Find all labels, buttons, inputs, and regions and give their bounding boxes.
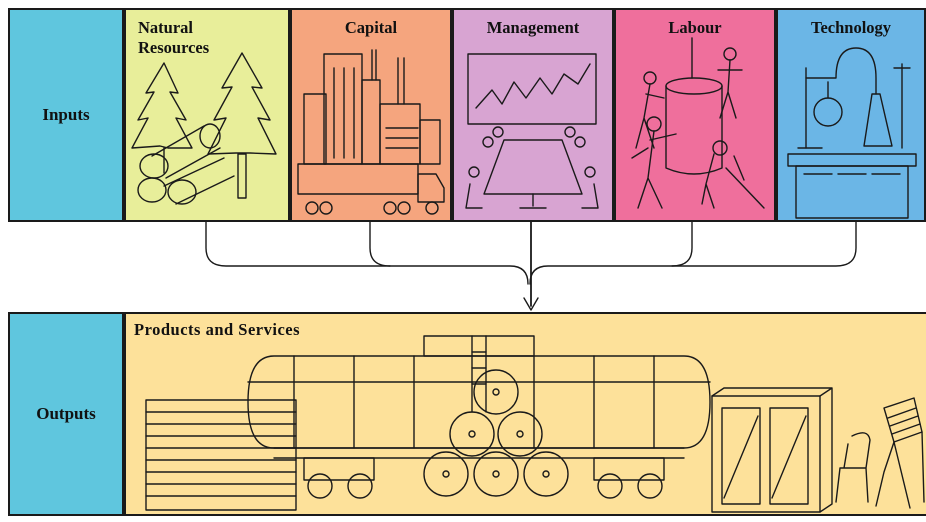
lab-equipment-icon [787, 47, 917, 219]
meeting-with-chart-icon [465, 53, 599, 209]
factory-and-truck-icon [297, 49, 445, 215]
panel-title-management: Management [486, 18, 580, 37]
workers-at-tank-icon [631, 37, 765, 209]
input-panel-technology: Technology [776, 8, 926, 222]
inputs-label: Inputs [42, 105, 90, 124]
input-panel-labour: Labour [614, 8, 776, 222]
panel-title-natural-resources: Natural Resources [138, 18, 210, 57]
inputs-label-box: Inputs [8, 8, 124, 222]
output-panel-products-services: Products and Services [124, 312, 926, 516]
input-panel-natural-resources: Natural Resources [124, 8, 290, 222]
panel-title-capital: Capital [344, 18, 398, 37]
outputs-label: Outputs [36, 404, 96, 423]
panel-title-products-services: Products and Services [134, 320, 301, 339]
goods-and-tank-wagon-icon [145, 335, 925, 513]
trees-and-logs-icon [131, 52, 277, 205]
input-panel-capital: Capital [290, 8, 452, 222]
connector-arrows [205, 221, 857, 311]
panel-title-technology: Technology [810, 18, 892, 37]
input-panel-management: Management [452, 8, 614, 222]
outputs-label-box: Outputs [8, 312, 124, 516]
panel-title-labour: Labour [668, 18, 722, 37]
